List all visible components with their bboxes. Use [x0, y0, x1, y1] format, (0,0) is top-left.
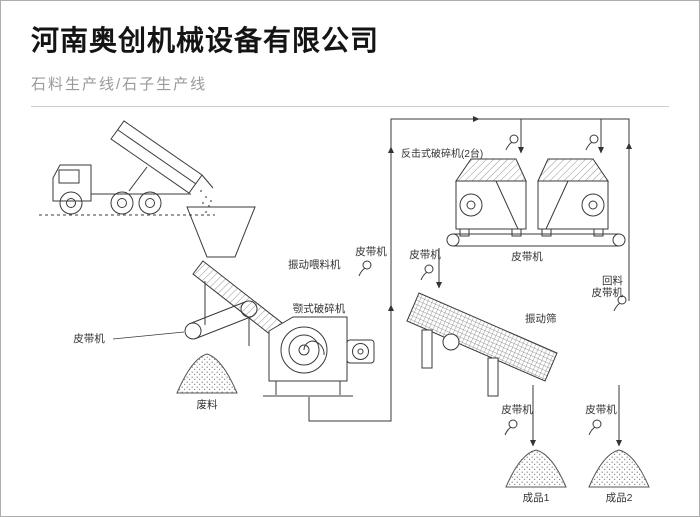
vibrating-screen-label: 振动筛	[525, 312, 557, 325]
feeder-deck	[192, 260, 287, 340]
impact-crusher-2	[537, 158, 609, 237]
return-belt-label-line2: 皮带机	[592, 286, 624, 299]
falling-material	[199, 189, 213, 214]
belt-roller	[612, 233, 626, 247]
screen-leg	[421, 329, 433, 369]
crusher-discharge-belt	[446, 233, 626, 247]
product1-pile	[505, 449, 567, 488]
screen-leg	[487, 357, 499, 397]
feed-hopper	[186, 206, 256, 258]
truck-wheel	[138, 191, 162, 215]
truck-window	[58, 169, 80, 184]
truck-wheel	[59, 191, 83, 215]
impact-crusher-1	[455, 158, 527, 237]
waste-pile-label: 废料	[197, 398, 218, 411]
belt-roller	[184, 322, 202, 340]
screen-feed-belt-label: 皮带机	[409, 248, 441, 261]
impact-crusher-label: 反击式破碎机(2台)	[401, 147, 483, 160]
waste-belt-conveyor	[112, 300, 258, 340]
header: 河南奥创机械设备有限公司 石料生产线/石子生产线	[31, 19, 669, 115]
dump-truck	[39, 120, 215, 216]
vibrating-feeder-label: 振动喂料机	[288, 258, 341, 271]
truck-cab	[52, 164, 92, 202]
truck-wheel	[110, 191, 134, 215]
screen-deck	[406, 292, 558, 382]
screen-vibrator	[442, 333, 460, 351]
vibrating-screen	[406, 292, 558, 397]
waste-belt-label: 皮带机	[73, 332, 105, 345]
belt-roller	[446, 233, 460, 247]
jaw-crusher	[263, 316, 375, 397]
impact-crusher-top	[455, 158, 527, 182]
waste-pile	[176, 353, 238, 394]
vibrating-feeder	[186, 206, 287, 346]
flow-lines	[308, 116, 632, 447]
product1-belt-label: 皮带机	[501, 403, 533, 416]
jaw-crusher-label: 颚式破碎机	[293, 302, 346, 315]
company-title: 河南奥创机械设备有限公司	[31, 25, 380, 56]
page-subtitle: 石料生产线/石子生产线	[31, 76, 208, 93]
main-belt-label: 皮带机	[355, 245, 387, 258]
product2-pile	[588, 449, 650, 488]
truck-tailgate	[201, 174, 214, 189]
product1-label: 成品1	[523, 492, 550, 504]
product2-label: 成品2	[606, 492, 633, 504]
crusher-belt-label: 皮带机	[511, 250, 543, 263]
impact-crusher-top	[537, 158, 609, 182]
product2-belt-label: 皮带机	[585, 403, 617, 416]
header-divider	[31, 106, 669, 107]
return-belt-label-line1: 回料	[602, 274, 623, 287]
crusher-motor	[346, 339, 375, 364]
truck-hydraulic	[128, 166, 148, 192]
label-leader-line	[112, 331, 185, 340]
belt-roller	[240, 300, 258, 318]
transfer-point-markers	[358, 134, 627, 436]
